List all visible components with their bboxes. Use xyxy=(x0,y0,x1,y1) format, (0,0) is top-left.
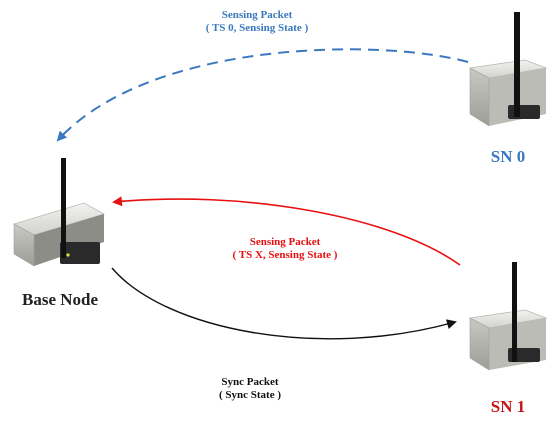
sn0-device xyxy=(468,12,548,127)
sync-packet-title: Sync Packet xyxy=(221,376,279,388)
sensing-packet-sn1-detail: ( TS X, Sensing State ) xyxy=(232,249,338,261)
sensing-packet-sn1-arrow xyxy=(112,196,461,266)
sn1-device xyxy=(468,262,548,371)
base-node-device xyxy=(12,158,106,267)
sensing-packet-sn1-title: Sensing Packet xyxy=(249,236,321,248)
sensing-packet-sn0-detail: ( TS 0, Sensing State ) xyxy=(205,22,309,34)
sn0-label: SN 0 xyxy=(490,147,526,166)
sync-packet-detail: ( Sync State ) xyxy=(218,389,282,401)
base-node-label: Base Node xyxy=(21,290,99,309)
sensing-packet-sn0-label: Sensing Packet ( TS 0, Sensing State ) xyxy=(187,9,327,35)
sync-packet-label: Sync Packet ( Sync State ) xyxy=(200,376,300,402)
sync-packet-arrow xyxy=(111,267,457,340)
sensing-packet-sn1-label: Sensing Packet ( TS X, Sensing State ) xyxy=(210,236,360,262)
sensing-packet-sn0-arrow xyxy=(56,48,469,142)
sn1-label: SN 1 xyxy=(490,397,526,416)
sensing-packet-sn0-title: Sensing Packet xyxy=(221,9,293,21)
